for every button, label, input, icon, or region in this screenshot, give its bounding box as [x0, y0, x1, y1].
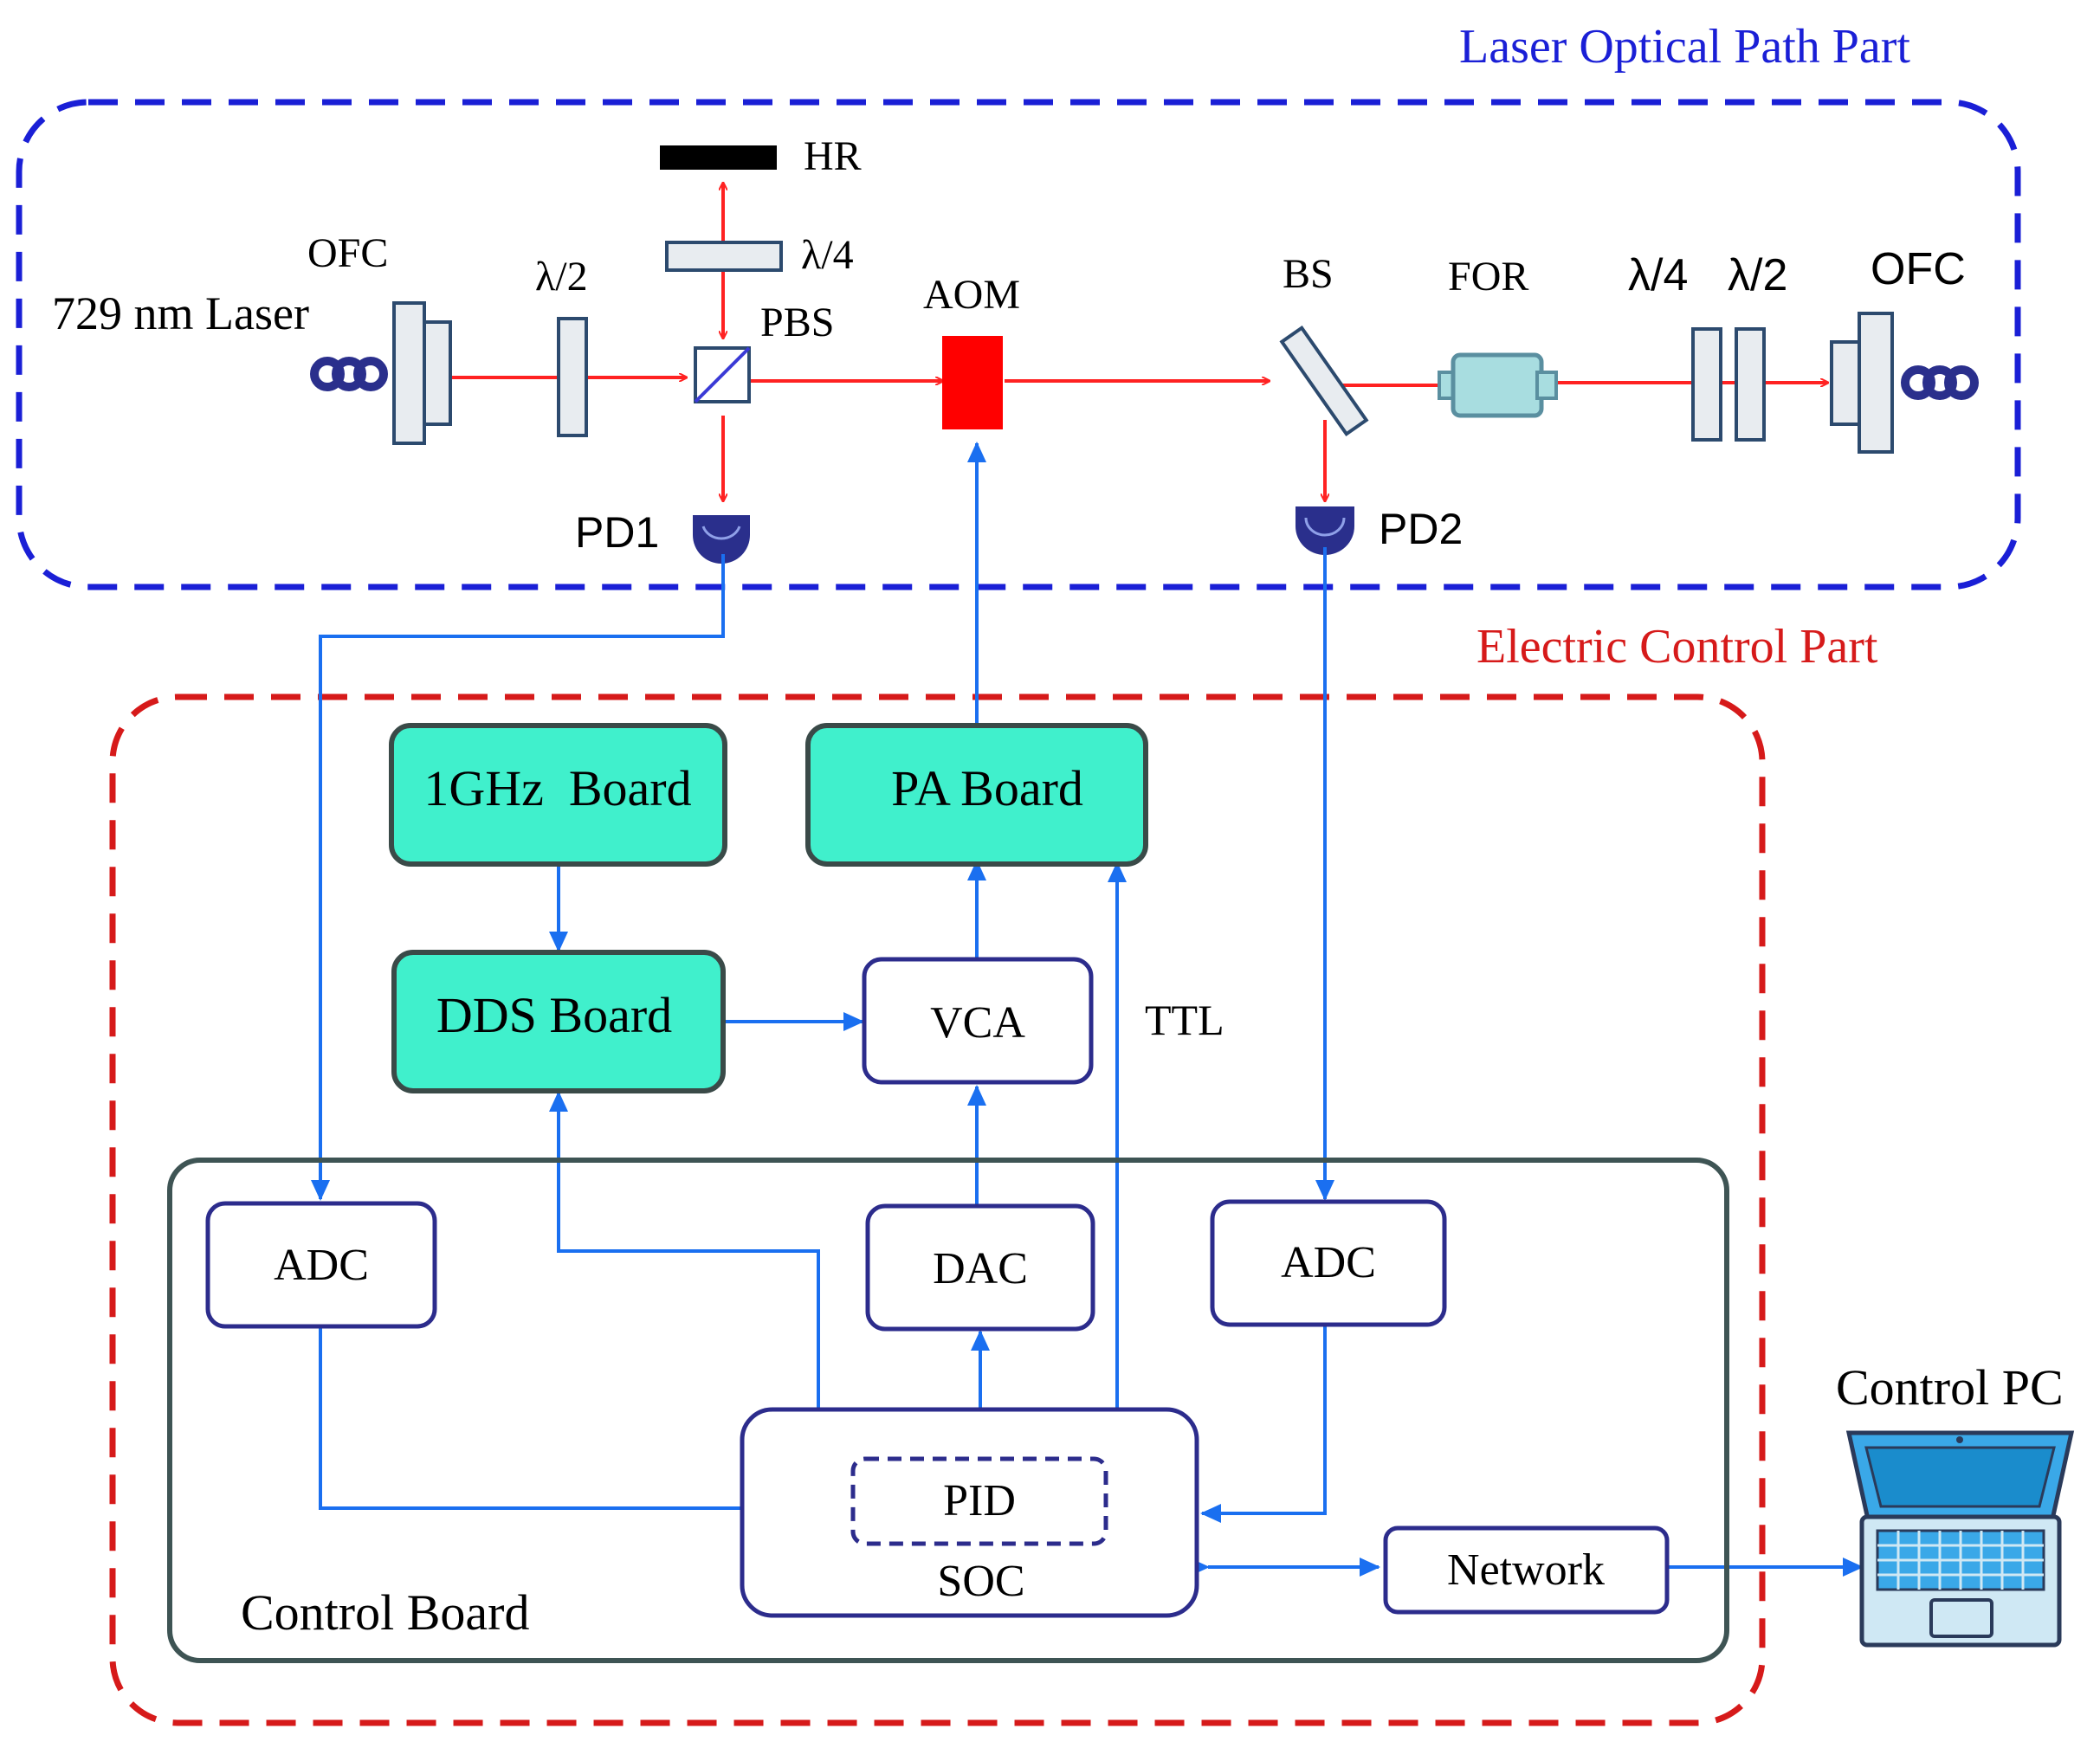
pbs-label: PBS	[760, 300, 834, 345]
network-label: Network	[1447, 1545, 1605, 1595]
laptop-icon	[1845, 1430, 2075, 1648]
hr-mirror-icon	[660, 145, 777, 170]
adc-right-block	[1210, 1199, 1447, 1327]
bs-label: BS	[1283, 251, 1334, 297]
pd1-label: PD1	[575, 508, 659, 557]
quarter-wave-1-label: λ/4	[801, 232, 854, 278]
ofc-in-label: OFC	[307, 230, 388, 276]
ttl-label: TTL	[1145, 996, 1224, 1044]
adc-right-label: ADC	[1281, 1238, 1376, 1287]
vca-block	[862, 957, 1094, 1085]
fiber-coil-in-icon	[310, 357, 388, 391]
aom-icon	[942, 336, 1003, 429]
half-wave-1-label: λ/2	[535, 254, 588, 300]
network-block	[1383, 1525, 1670, 1615]
faraday-rotator-icon	[1438, 352, 1558, 418]
control-board-label: Control Board	[241, 1584, 529, 1641]
electric-section-title: Electric Control Part	[1476, 620, 1878, 674]
laser-label: 729 nm Laser	[52, 287, 309, 339]
control-board	[167, 1158, 1729, 1663]
ghz-board-label: 1GHz Board	[423, 760, 691, 816]
ghz-board	[389, 723, 727, 867]
for-label: FOR	[1448, 254, 1528, 300]
pd1-detector-icon	[693, 515, 750, 564]
signal-lines	[311, 442, 1864, 1577]
aom-label: AOM	[923, 272, 1020, 318]
optical-section-title: Laser Optical Path Part	[1459, 20, 1910, 74]
control-pc-label: Control PC	[1836, 1359, 2064, 1416]
pid-label: PID	[943, 1476, 1016, 1525]
soc-label: SOC	[937, 1557, 1024, 1606]
laser-beams	[450, 184, 1827, 500]
pa-board	[805, 723, 1148, 867]
beam-splitter-icon	[1279, 325, 1369, 437]
pa-board-label: PA Board	[891, 760, 1083, 816]
electric-section-border	[109, 693, 1766, 1726]
pd2-label: PD2	[1379, 505, 1463, 553]
quarter-wave-plate-1	[665, 241, 783, 272]
vca-label: VCA	[930, 998, 1025, 1048]
pid-block	[850, 1456, 1108, 1546]
adc-left-label: ADC	[274, 1241, 369, 1290]
dds-board-label: DDS Board	[436, 987, 672, 1043]
ofc-out-label: OFC	[1871, 244, 1966, 294]
hr-label: HR	[804, 133, 862, 179]
half-wave-plate-2	[1735, 327, 1766, 442]
ofc-in-coupler-icon	[392, 301, 452, 445]
dac-label: DAC	[933, 1244, 1028, 1293]
fiber-coil-out-icon	[1901, 365, 1979, 400]
half-wave-plate-1	[557, 317, 588, 437]
adc-left-block	[205, 1201, 437, 1329]
half-wave-2-label: λ/2	[1728, 250, 1787, 300]
ofc-out-coupler-icon	[1830, 312, 1894, 454]
quarter-wave-2-label: λ/4	[1628, 250, 1688, 300]
dac-block	[865, 1203, 1095, 1332]
pbs-cube-icon	[694, 346, 751, 403]
dds-board	[391, 950, 726, 1093]
pd2-detector-icon	[1296, 506, 1354, 555]
quarter-wave-plate-2	[1691, 327, 1722, 442]
